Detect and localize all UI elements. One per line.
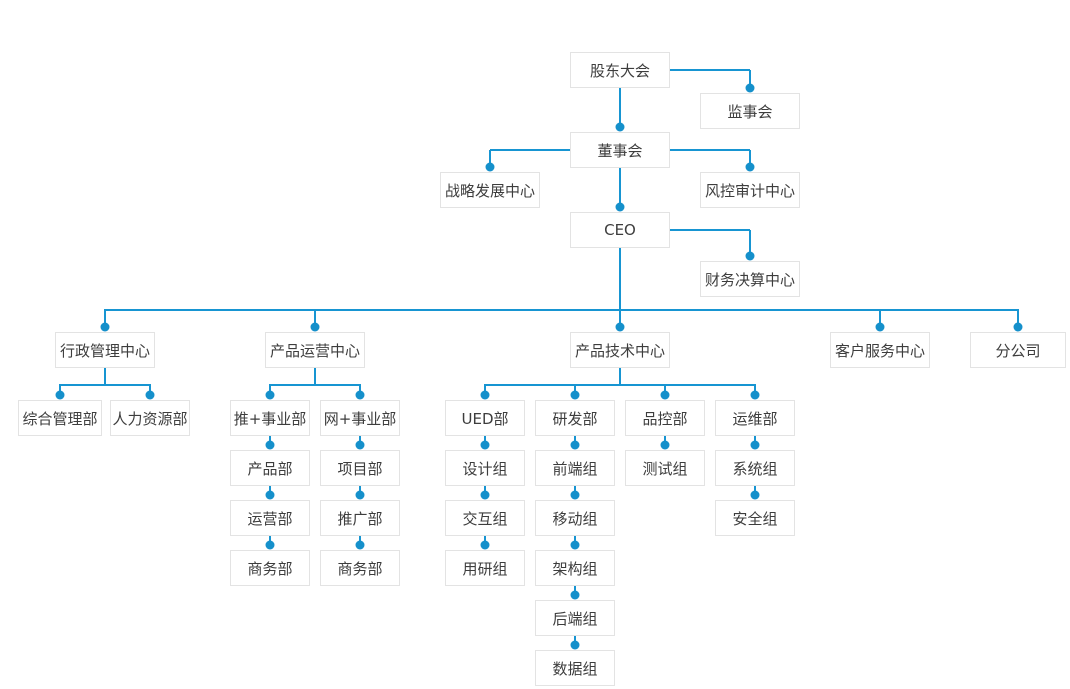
connector-dot [265, 490, 275, 500]
connector-dot [750, 390, 760, 400]
connector-dot [355, 440, 365, 450]
connector-dot [355, 490, 365, 500]
connector-dot [750, 490, 760, 500]
connector-dot [570, 590, 580, 600]
connector-dot [480, 540, 490, 550]
connector-dot [355, 540, 365, 550]
org-node-ued-dept: UED部 [445, 400, 525, 436]
org-node-operations-center: 产品运营中心 [265, 332, 365, 368]
connector-dot [55, 390, 65, 400]
org-node-service-center: 客户服务中心 [830, 332, 930, 368]
org-node-product-dept: 产品部 [230, 450, 310, 486]
org-node-backend-group: 后端组 [535, 600, 615, 636]
connector-dot [660, 390, 670, 400]
org-node-frontend-group: 前端组 [535, 450, 615, 486]
connector-dot [265, 440, 275, 450]
connector-dot [480, 490, 490, 500]
org-node-general-mgmt-dept: 综合管理部 [18, 400, 102, 436]
org-node-testing-group: 测试组 [625, 450, 705, 486]
org-node-design-group: 设计组 [445, 450, 525, 486]
org-node-hr-dept: 人力资源部 [110, 400, 190, 436]
org-node-ops-dept: 运维部 [715, 400, 795, 436]
org-node-admin-center: 行政管理中心 [55, 332, 155, 368]
org-node-user-research-group: 用研组 [445, 550, 525, 586]
org-node-strategy-center: 战略发展中心 [440, 172, 540, 208]
org-node-risk-audit-center: 风控审计中心 [700, 172, 800, 208]
connector-dot [615, 202, 625, 212]
connector-dot [310, 322, 320, 332]
org-node-security-group: 安全组 [715, 500, 795, 536]
connector-dot [480, 440, 490, 450]
connector-dot [570, 640, 580, 650]
connector-dot [570, 490, 580, 500]
connector-dot [265, 390, 275, 400]
connector-dot [570, 440, 580, 450]
connector-dot [145, 390, 155, 400]
connector-dot [875, 322, 885, 332]
org-node-interaction-group: 交互组 [445, 500, 525, 536]
org-node-ceo: CEO [570, 212, 670, 248]
connector-dot [1013, 322, 1023, 332]
connector-dot [355, 390, 365, 400]
org-node-project-dept: 项目部 [320, 450, 400, 486]
connector-dot [750, 440, 760, 450]
org-node-promotion-dept: 推广部 [320, 500, 400, 536]
org-node-board-of-directors: 董事会 [570, 132, 670, 168]
connector-dot [265, 540, 275, 550]
org-node-operation-dept: 运营部 [230, 500, 310, 536]
org-node-system-group: 系统组 [715, 450, 795, 486]
connector-dot [660, 440, 670, 450]
connector-dot [745, 162, 755, 172]
org-node-shareholders-meeting: 股东大会 [570, 52, 670, 88]
org-node-tech-center: 产品技术中心 [570, 332, 670, 368]
org-node-business-dept-wang: 商务部 [320, 550, 400, 586]
connector-dot [745, 83, 755, 93]
connector-dot [615, 322, 625, 332]
org-node-architecture-group: 架构组 [535, 550, 615, 586]
org-node-tui-division: 推+事业部 [230, 400, 310, 436]
org-node-qc-dept: 品控部 [625, 400, 705, 436]
connector-dot [100, 322, 110, 332]
connector-dot [570, 390, 580, 400]
org-node-rd-dept: 研发部 [535, 400, 615, 436]
org-node-wang-division: 网+事业部 [320, 400, 400, 436]
org-node-data-group: 数据组 [535, 650, 615, 686]
connector-dot [570, 540, 580, 550]
org-node-supervisory-board: 监事会 [700, 93, 800, 129]
org-node-branch-company: 分公司 [970, 332, 1066, 368]
connector-dot [745, 251, 755, 261]
org-node-mobile-group: 移动组 [535, 500, 615, 536]
connector-dot [485, 162, 495, 172]
org-node-business-dept-tui: 商务部 [230, 550, 310, 586]
connector-dot [615, 122, 625, 132]
connector-dot [480, 390, 490, 400]
org-node-finance-center: 财务决算中心 [700, 261, 800, 297]
